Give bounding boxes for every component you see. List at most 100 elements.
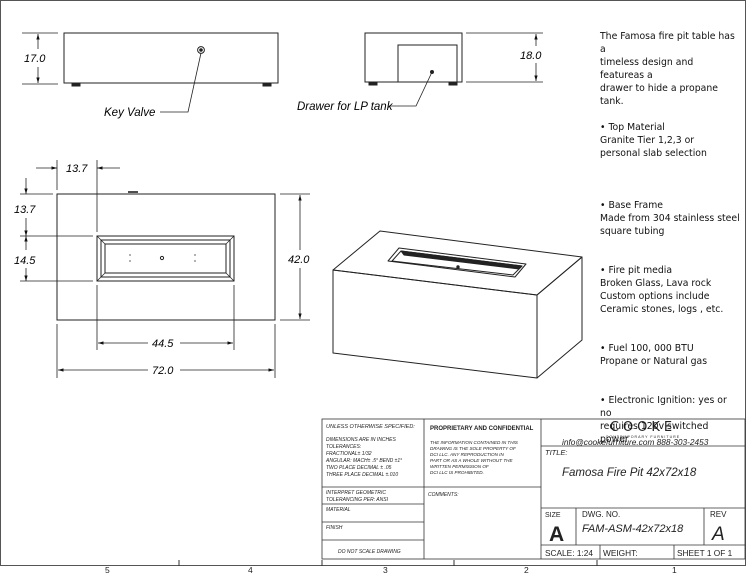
proprietary-line: THE INFORMATION CONTAINED IN THIS: [430, 440, 519, 445]
top-view: [20, 160, 310, 378]
note-top-material: Granite Tier 1,2,3 or: [600, 135, 695, 146]
title-label: TITLE:: [545, 448, 568, 457]
spec-line: TOLERANCES:: [326, 444, 362, 450]
side-foot-right: [448, 81, 458, 86]
iso-side-face: [536, 256, 583, 379]
sheet-number: SHEET 1 OF 1: [677, 548, 733, 558]
dwg-no-label: DWG. NO.: [582, 510, 620, 519]
spec-line: DIMENSIONS ARE IN INCHES: [326, 437, 396, 443]
proprietary-line: WRITTEN PERMISSION OF: [430, 464, 490, 469]
burner-pan-inner: [104, 243, 227, 274]
no-scale-note: DO NOT SCALE DRAWING: [338, 549, 401, 555]
spec-notes: The Famosa fire pit table has a timeless…: [600, 30, 740, 446]
dim-top-offset: 13.7: [14, 204, 36, 216]
zone-label: 2: [524, 565, 529, 575]
side-foot-left: [368, 81, 378, 86]
spec-line: UNLESS OTHERWISE SPECIFIED:: [326, 424, 415, 430]
weight-label: WEIGHT:: [603, 548, 638, 558]
key-valve-leader: [160, 52, 202, 113]
title-block-text: UNLESS OTHERWISE SPECIFIED: DIMENSIONS A…: [325, 420, 733, 558]
pan-corner: [225, 272, 235, 282]
interpret-line: INTERPRET GEOMETRIC: [326, 490, 386, 496]
title-block: [321, 418, 746, 560]
note-fuel: • Fuel 100, 000 BTU: [600, 343, 694, 354]
proprietary-line: DCI LLC. ANY REPRODUCTION IN: [430, 452, 504, 457]
spec-line: THREE PLACE DECIMAL ±.010: [326, 472, 398, 478]
note-intro-line: The Famosa fire pit table has a: [600, 31, 735, 55]
note-base-frame: Made from 304 stainless steel: [600, 213, 740, 224]
side-view: [364, 32, 543, 107]
note-fire-media: Custom options include: [600, 291, 710, 302]
note-base-frame: square tubing: [600, 226, 665, 237]
front-view-outline: [63, 32, 279, 84]
side-view-outline: [364, 32, 463, 83]
proprietary-line: DRAWING IS THE SOLE PROPERTY OF: [430, 446, 517, 451]
dim-depth: 42.0: [288, 254, 310, 266]
company-logo-subtitle: CONTEMPORARY FURNITURE: [606, 435, 680, 439]
size-value: A: [549, 523, 564, 546]
note-top-material: • Top Material: [600, 122, 665, 133]
zone-ruler: [178, 560, 598, 566]
proprietary-title: PROPRIETARY AND CONFIDENTIAL: [430, 426, 534, 432]
spec-line: FRACTIONAL± 1/32: [326, 451, 372, 457]
pan-corner: [225, 235, 235, 245]
dim-width: 72.0: [152, 365, 174, 377]
zone-label: 4: [248, 565, 253, 575]
zone-labels: 5 4 3 2 1: [105, 565, 677, 575]
rev-label: REV: [710, 510, 727, 519]
lp-drawer: [397, 44, 458, 83]
note-ignition: requires 120v switched power: [600, 421, 709, 445]
front-foot-right: [262, 82, 272, 87]
note-fire-media: • Fire pit media: [600, 265, 673, 276]
key-valve-center: [199, 48, 203, 52]
iso-burner-center: [456, 265, 460, 269]
title-block-frame: [321, 418, 746, 560]
note-ignition: • Electronic Ignition: yes or no: [600, 395, 727, 419]
note-intro-line: drawer to hide a propane tank.: [600, 83, 718, 107]
burner-center: [159, 255, 165, 261]
rev-value: A: [711, 524, 725, 545]
side-height-dim: 18.0: [520, 50, 542, 62]
finish-label: FINISH: [326, 525, 343, 531]
proprietary-line: DCI LLC IS PROHIBITED.: [430, 470, 484, 475]
spec-line: TWO PLACE DECIMAL ± .05: [326, 465, 392, 471]
drawer-leader: [389, 71, 433, 107]
iso-pan-outer: [387, 247, 527, 278]
iso-front-face: [332, 269, 538, 379]
top-view-outline: [56, 193, 276, 321]
front-foot-left: [71, 82, 81, 87]
interpret-line: TOLERANCING PER: ANSI: [326, 497, 389, 503]
material-label: MATERIAL: [326, 507, 351, 513]
iso-pan-shadow: [400, 250, 523, 270]
note-top-material: personal slab selection: [600, 148, 707, 159]
drawer-callout: Drawer for LP tank: [297, 101, 394, 113]
note-fire-media: Broken Glass, Lava rock: [600, 278, 712, 289]
dim-insert-width: 44.5: [152, 338, 174, 350]
spec-line: ANGULAR: MACH± .5° BEND ±1°: [325, 458, 402, 464]
isometric-view: [332, 230, 583, 379]
size-label: SIZE: [545, 512, 561, 519]
pan-corner: [96, 235, 106, 245]
note-fuel: Propane or Natural gas: [600, 356, 708, 367]
contact-info: info@cookefurniture.com 888-303-2453: [562, 437, 709, 447]
dim-insert-depth: 14.5: [14, 255, 36, 267]
front-height-dim: 17.0: [24, 53, 46, 65]
pan-corner: [96, 272, 106, 282]
burner-pan-mid: [100, 239, 231, 278]
proprietary-line: PART OR AS A WHOLE WITHOUT THE: [430, 458, 513, 463]
comments-label: COMMENTS:: [428, 492, 459, 498]
dim-left-offset: 13.7: [66, 163, 88, 175]
note-intro-line: timeless design and featureas a: [600, 57, 694, 81]
note-base-frame: • Base Frame: [600, 200, 663, 211]
dwg-no-value: FAM-ASM-42x72x18: [582, 523, 684, 535]
zone-label: 3: [383, 565, 388, 575]
scale-value: SCALE: 1:24: [545, 548, 593, 558]
zone-label: 1: [672, 565, 677, 575]
company-logo: COOKE: [610, 420, 676, 435]
note-fire-media: Ceramic stones, logs , etc.: [600, 304, 724, 315]
front-view: [22, 32, 279, 113]
burner-pan-outer: [96, 235, 235, 282]
key-valve-callout: Key Valve: [104, 107, 155, 119]
zone-label: 5: [105, 565, 110, 575]
